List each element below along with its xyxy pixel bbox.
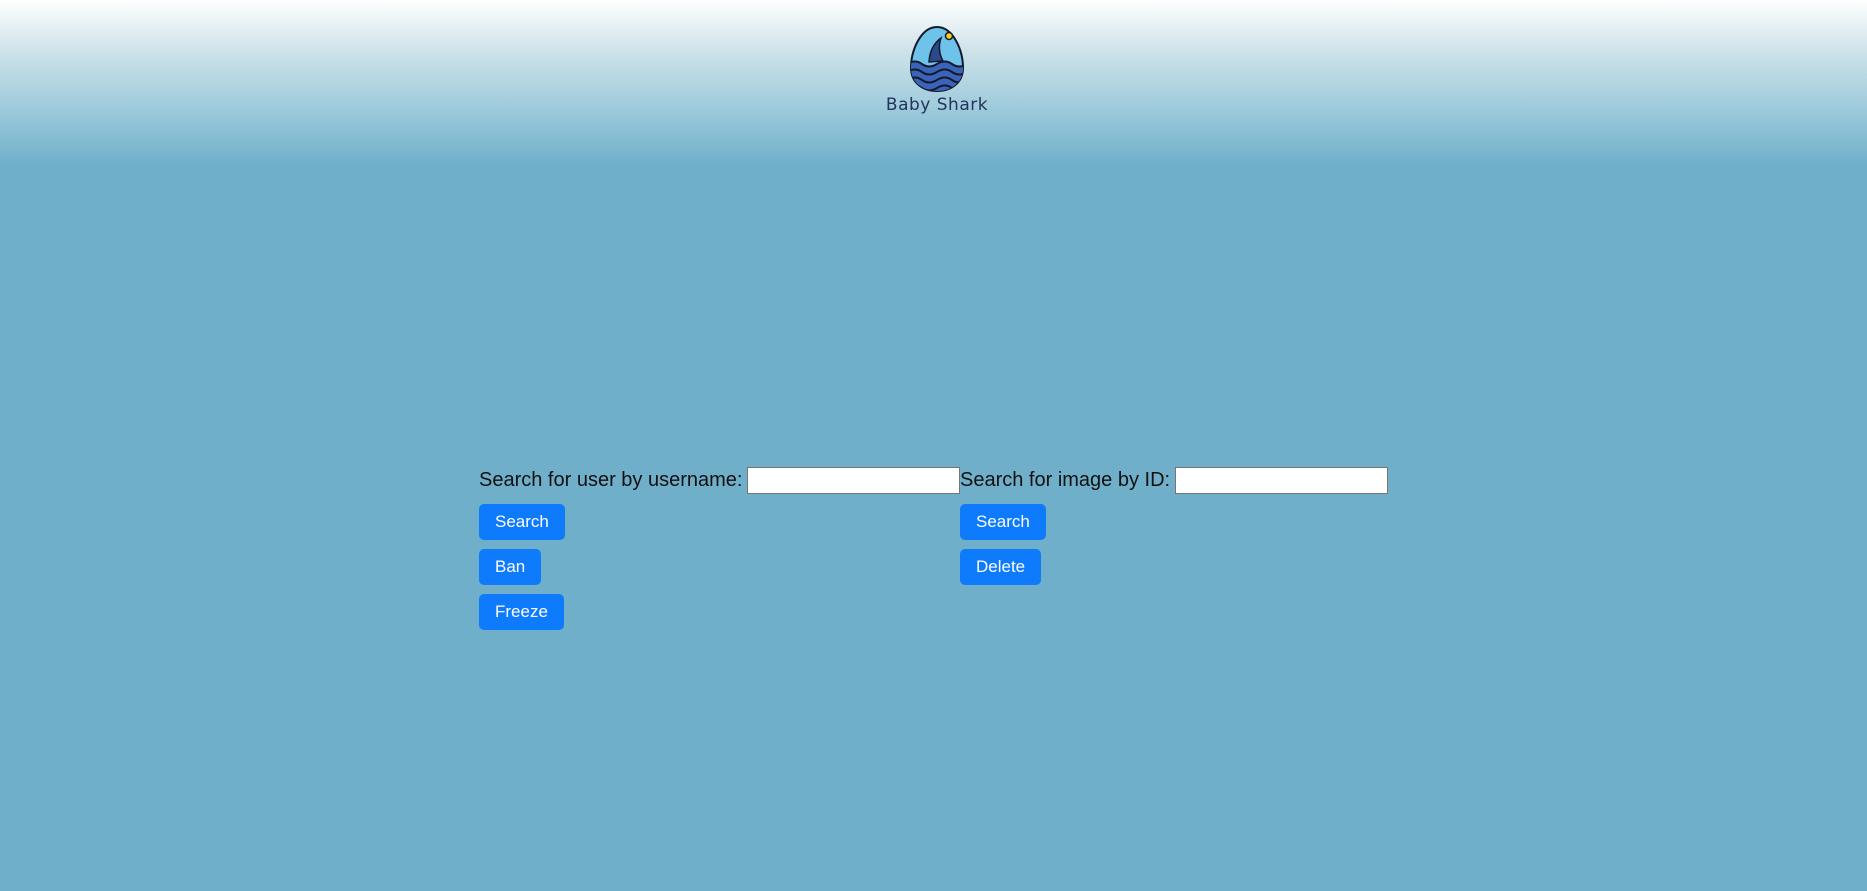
brand-name: Baby Shark <box>885 95 989 115</box>
user-search-label: Search for user by username: <box>479 468 743 491</box>
image-search-row: Search for image by ID: <box>960 465 1389 495</box>
freeze-button[interactable]: Freeze <box>479 594 564 630</box>
image-search-button[interactable]: Search <box>960 504 1046 540</box>
header: Baby Shark <box>0 0 1867 165</box>
image-search-label: Search for image by ID: <box>960 468 1171 491</box>
user-search-panel: Search for user by username: Search Ban … <box>479 465 961 630</box>
user-search-button[interactable]: Search <box>479 504 565 540</box>
image-search-panel: Search for image by ID: Search Delete <box>960 465 1389 585</box>
image-id-input[interactable] <box>1175 466 1389 494</box>
shark-egg-icon <box>909 25 965 93</box>
user-search-row: Search for user by username: <box>479 465 961 495</box>
logo[interactable]: Baby Shark <box>877 24 997 124</box>
delete-button[interactable]: Delete <box>960 549 1042 585</box>
ban-button[interactable]: Ban <box>479 549 542 585</box>
username-input[interactable] <box>747 466 961 494</box>
